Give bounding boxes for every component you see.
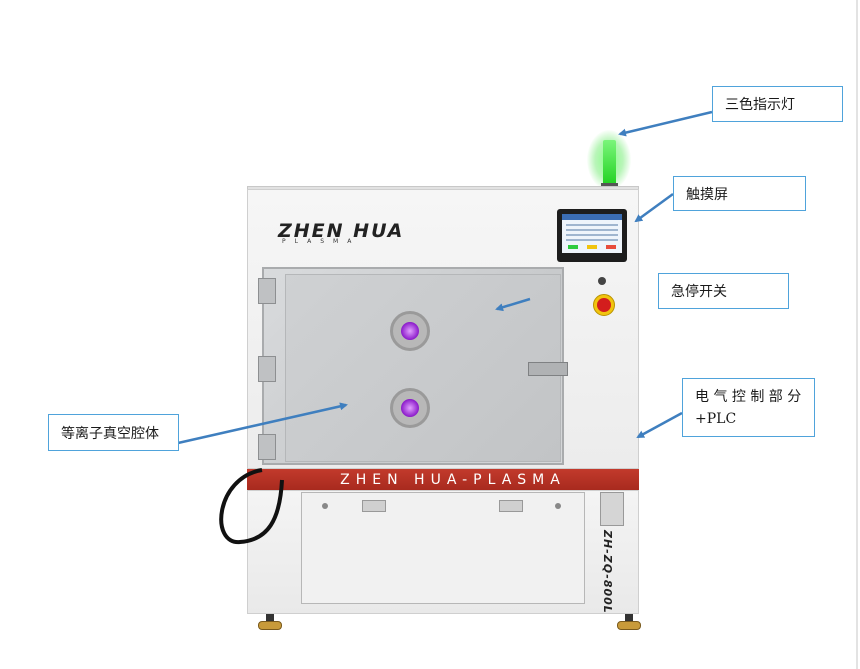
- caster-left: [258, 614, 282, 630]
- screen-green-button: [568, 245, 578, 249]
- brand-logo: ZHEN HUA: [278, 220, 405, 242]
- screen-row: [566, 239, 618, 241]
- screen-row: [566, 224, 618, 226]
- callout-electrical-control: 电 气 控 制 部 分 +PLC: [682, 378, 815, 437]
- page-edge-rule: [856, 0, 858, 669]
- screen-row: [566, 234, 618, 236]
- viewport-glass-bottom: [401, 399, 419, 417]
- key-switch: [598, 277, 606, 285]
- callout-tricolor-light: 三色指示灯: [712, 86, 843, 122]
- callout-vacuum-chamber: 等离子真空腔体: [48, 414, 179, 451]
- door-handle: [528, 362, 568, 376]
- touchscreen-display: [562, 214, 622, 253]
- callout-emergency-stop: 急停开关: [658, 273, 789, 309]
- viewport-window-top: [390, 311, 430, 351]
- cabinet-pull-left: [362, 500, 386, 512]
- emergency-stop-button: [597, 298, 611, 312]
- caster-right: [617, 614, 641, 630]
- panel-screw: [322, 503, 328, 509]
- panel-screw: [555, 503, 561, 509]
- door-hinge-middle: [258, 356, 276, 382]
- viewport-glass-top: [401, 322, 419, 340]
- callout-touchscreen-text: 触摸屏: [686, 186, 728, 203]
- screen-red-button: [606, 245, 616, 249]
- brand-logo-subtext: PLASMA: [282, 238, 361, 245]
- callout-touchscreen: 触摸屏: [673, 176, 806, 211]
- screen-header-bar: [562, 214, 622, 220]
- viewport-window-bottom: [390, 388, 430, 428]
- tricolor-indicator-light: [603, 140, 616, 186]
- lower-cabinet-panel: [301, 492, 585, 604]
- brand-band: ZHEN HUA-PLASMA: [247, 469, 639, 490]
- screen-yellow-button: [587, 245, 597, 249]
- callout-electrical-control-text-line1: 电 气 控 制 部 分: [695, 388, 802, 405]
- door-hinge-top: [258, 278, 276, 304]
- callout-emergency-stop-text: 急停开关: [671, 284, 727, 300]
- callout-electrical-control-text-line2: +PLC: [695, 410, 737, 427]
- screen-row: [566, 229, 618, 231]
- side-vent: [600, 492, 624, 526]
- callout-vacuum-chamber-text: 等离子真空腔体: [61, 425, 159, 442]
- cabinet-pull-right: [499, 500, 523, 512]
- callout-tricolor-light-text: 三色指示灯: [725, 97, 795, 113]
